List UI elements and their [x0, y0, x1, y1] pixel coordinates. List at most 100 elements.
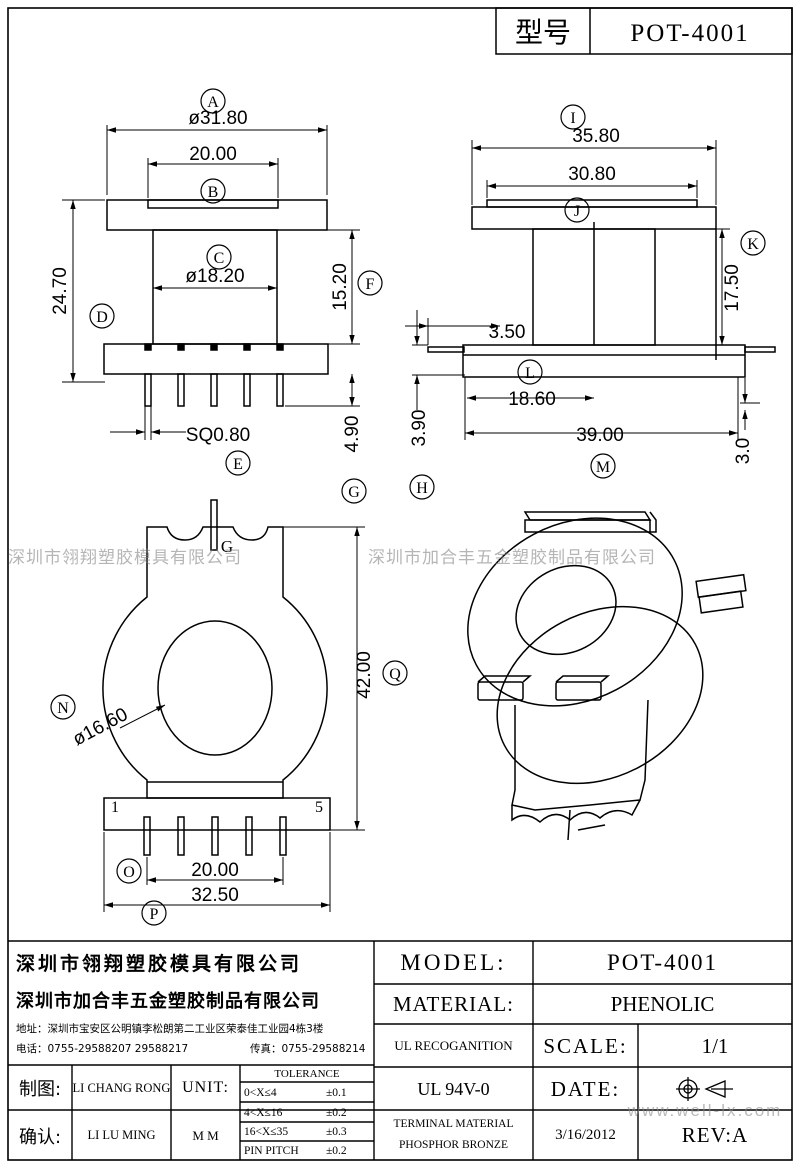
dim-pin-length-value: 4.90	[342, 416, 363, 453]
callout-d	[89, 303, 115, 329]
dim-height-left-value: 3.90	[409, 410, 430, 447]
callout-i	[560, 104, 586, 130]
tolerance-range-4: PIN PITCH	[244, 1144, 299, 1157]
callout-a	[200, 88, 226, 114]
dimension-text-right: 35.80 30.80 17.50 3.50 18.60 39.00 3.90 …	[409, 126, 754, 464]
pin-label-1: 1	[111, 799, 119, 816]
callout-p-letter: P	[150, 906, 159, 923]
revision-label: REV:A	[681, 1123, 749, 1147]
callout-e-letter: E	[233, 456, 243, 473]
bobbin-isometric-view	[467, 511, 747, 841]
dimensions-left	[62, 125, 360, 440]
dimensions-front	[103, 526, 365, 912]
dim-e-value: SQ0.80	[186, 425, 250, 446]
company-name-2: 深圳市加合丰五金塑胶制品有限公司	[16, 991, 320, 1012]
callout-d-letter: D	[96, 309, 108, 326]
dim-a-value: ø31.80	[188, 108, 247, 129]
callout-letters-left: A B C D E F G H	[96, 94, 428, 501]
dim-n-value: ø16.60	[69, 704, 131, 750]
dimension-text-front: 42.00 ø16.60 20.00 32.50 1 5	[69, 651, 375, 906]
callout-j	[564, 197, 590, 223]
label-g-front: G	[221, 537, 233, 556]
checker-name: LI LU MING	[87, 1128, 156, 1142]
callout-letters-front: N O P Q G	[57, 537, 401, 923]
callout-f-letter: F	[366, 276, 375, 293]
callout-n	[50, 694, 76, 720]
dimensions-right	[405, 140, 760, 440]
material-value: PHENOLIC	[610, 992, 715, 1016]
dim-d-value: 24.70	[50, 267, 71, 315]
ul-value: UL 94V-0	[417, 1078, 490, 1099]
watermark-company1: 深圳市翎翔塑胶模具有限公司	[8, 548, 242, 567]
website-watermark: www.well-lx.com	[627, 1101, 783, 1120]
tolerance-value-3: ±0.3	[326, 1125, 347, 1138]
tolerance-title: TOLERANCE	[274, 1068, 340, 1080]
company-fax: 传真：0755-29588214	[250, 1042, 366, 1055]
dimension-text-left: ø31.80 20.00 ø18.20 24.70 15.20 4.90 SQ0…	[50, 108, 363, 452]
unit-value: M M	[192, 1127, 219, 1143]
scale-label: SCALE:	[543, 1033, 628, 1058]
callout-b-letter: B	[208, 184, 219, 201]
title-block-grid	[8, 940, 792, 1160]
callout-letters-right: I J K L M	[525, 110, 759, 476]
dim-i-value: 35.80	[572, 126, 620, 147]
company-phone: 电话：0755-29588207 29588217	[16, 1042, 189, 1055]
dim-p-value: 32.50	[191, 885, 239, 906]
header-box: 型号 POT-4001	[495, 7, 793, 55]
callout-k	[740, 230, 766, 256]
callout-h-letter: H	[416, 480, 428, 497]
callout-m	[590, 453, 616, 479]
dim-b-value: 20.00	[189, 144, 237, 165]
model-value: POT-4001	[607, 950, 718, 975]
callouts-left	[89, 88, 435, 504]
dim-c-value: ø18.20	[185, 266, 244, 287]
callout-o-letter: O	[123, 864, 135, 881]
callout-n-letter: N	[57, 700, 69, 717]
callout-l-letter: L	[525, 365, 535, 382]
bobbin-side-view-left	[103, 199, 329, 407]
callout-e	[225, 450, 251, 476]
callout-c	[206, 244, 232, 270]
dim-height-right-value: 3.0	[733, 438, 754, 464]
dim-k-value: 17.50	[722, 264, 743, 312]
terminal-material-line2: PHOSPHOR BRONZE	[399, 1139, 508, 1151]
dim-m-value: 39.00	[576, 425, 624, 446]
dim-step-value: 3.50	[489, 322, 526, 343]
callout-m-letter: M	[596, 459, 610, 476]
date-symbol-icon	[676, 1077, 733, 1101]
date-value: 3/16/2012	[555, 1127, 616, 1143]
dim-q-value: 42.00	[354, 651, 375, 699]
dim-f-value: 15.20	[330, 263, 351, 311]
tolerance-range-1: 0<X≤4	[244, 1086, 277, 1099]
callout-f	[357, 270, 383, 296]
dim-j-value: 30.80	[568, 164, 616, 185]
callout-q	[382, 660, 408, 686]
callout-h	[409, 474, 435, 500]
model-label: MODEL:	[400, 950, 507, 975]
tolerance-range-3: 16<X≤35	[244, 1125, 289, 1138]
date-label: DATE:	[550, 1076, 621, 1101]
callout-i-letter: I	[570, 110, 575, 127]
callout-k-letter: K	[747, 236, 759, 253]
pin-label-5: 5	[315, 799, 323, 816]
callout-p	[141, 900, 167, 926]
callout-a-letter: A	[207, 94, 219, 111]
sheet-border	[7, 7, 793, 1161]
company-name-1: 深圳市翎翔塑胶模具有限公司	[16, 952, 303, 975]
watermark-company2: 深圳市加合丰五金塑胶制品有限公司	[368, 548, 656, 567]
callouts-front	[50, 660, 408, 926]
bobbin-side-view-right	[427, 199, 776, 378]
ul-label: UL RECOGANITION	[394, 1038, 513, 1053]
callouts-right	[517, 104, 766, 479]
header-model-value: POT-4001	[630, 20, 749, 47]
scale-value: 1/1	[701, 1033, 729, 1058]
header-model-label: 型号	[515, 16, 571, 49]
callout-c-letter: C	[214, 250, 225, 267]
callout-g-letter: G	[348, 484, 360, 501]
callout-j-letter: J	[574, 203, 580, 220]
callout-o	[116, 858, 142, 884]
material-label: MATERIAL:	[393, 992, 514, 1016]
tolerance-value-1: ±0.1	[326, 1086, 347, 1099]
drafter-name: LI CHANG RONG	[72, 1080, 171, 1095]
